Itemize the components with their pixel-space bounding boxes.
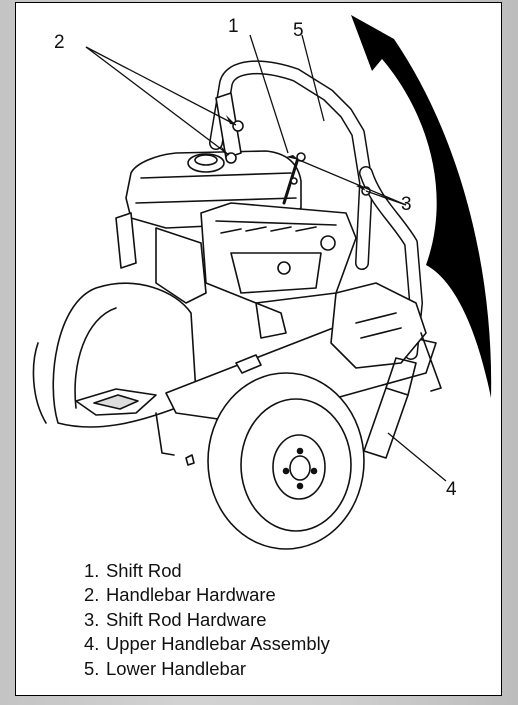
fender: [32, 282, 197, 456]
legend-label: Handlebar Hardware: [106, 584, 276, 606]
leader-lines: [85, 34, 447, 482]
callout-4: 4: [446, 479, 457, 500]
engine: [115, 150, 357, 339]
legend-label: Shift Rod Hardware: [106, 608, 267, 630]
callout-5: 5: [293, 20, 304, 41]
legend-label: Shift Rod: [106, 560, 182, 581]
legend-label: Upper Handlebar Assembly: [106, 633, 330, 655]
legend-item: 3. Shift Rod Hardware: [84, 608, 330, 632]
callout-2: 2: [54, 32, 65, 53]
figure-frame: 2 1 5 3 4 1. Shift Rod 2. Handlebar Hard…: [15, 2, 502, 696]
legend-item: 4. Upper Handlebar Assembly: [84, 632, 330, 656]
legend-item: 5. Lower Handlebar: [84, 657, 330, 681]
mower-handlebar-diagram: [32, 15, 492, 550]
drive-wheel: [207, 372, 365, 550]
legend-number: 3.: [84, 608, 100, 630]
legend-item: 1. Shift Rod: [84, 559, 330, 583]
legend-number: 2.: [84, 584, 100, 606]
parts-legend: 1. Shift Rod 2. Handlebar Hardware 3. Sh…: [84, 559, 330, 681]
legend-number: 5.: [84, 657, 100, 679]
legend-label: Lower Handlebar: [106, 657, 247, 679]
upper-handlebar-assembly: [330, 166, 442, 459]
rotation-arrow-icon: [351, 15, 492, 398]
callout-3: 3: [401, 194, 412, 215]
callout-1: 1: [228, 16, 239, 37]
legend-item: 2. Handlebar Hardware: [84, 583, 330, 607]
legend-number: 1.: [84, 560, 100, 581]
legend-number: 4.: [84, 633, 100, 655]
